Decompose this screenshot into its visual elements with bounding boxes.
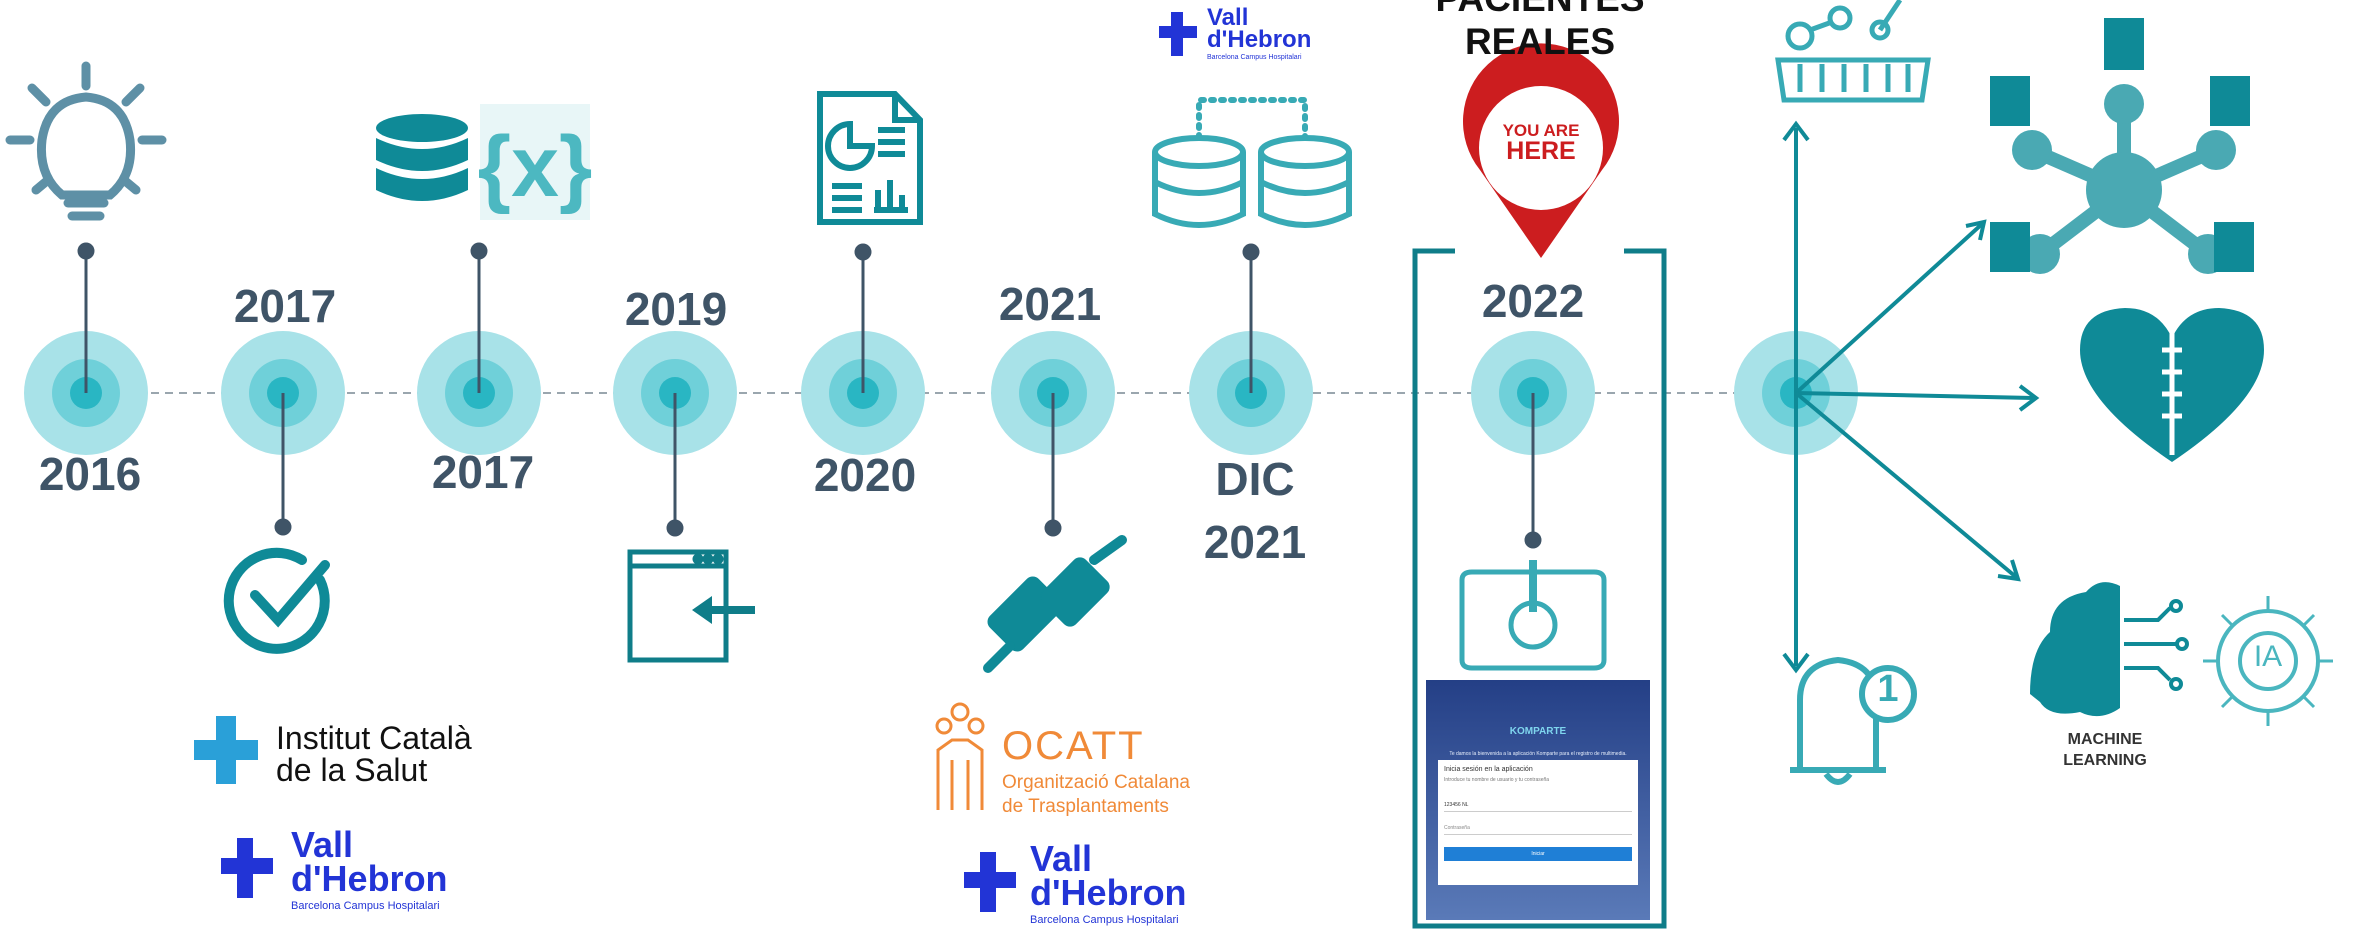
vall-logo-sub: Barcelona Campus Hospitalari xyxy=(1030,914,1179,926)
ml-label: MACHINE LEARNING xyxy=(2010,730,2200,772)
check-icon xyxy=(223,547,330,654)
callout-title-line1: PACIENTES xyxy=(1380,0,1700,21)
variable-icon: {x} xyxy=(478,104,593,220)
ics-cross-icon xyxy=(194,716,258,784)
vall-hebron-logo-1: Vall d'Hebron Barcelona Campus Hospitala… xyxy=(215,824,455,918)
vall-cross-icon xyxy=(221,838,273,898)
database-icon xyxy=(376,114,468,201)
login-card: Inicia sesión en la aplicación Introduce… xyxy=(1438,760,1638,885)
ocatt-logo: OCATT Organització Catalana de Trasplant… xyxy=(930,700,1190,820)
vall-logo-line2: d'Hebron xyxy=(291,858,448,899)
login-title: Inicia sesión en la aplicación xyxy=(1444,766,1533,773)
pin-label: YOU ARE HERE xyxy=(1480,122,1602,164)
ml-label-line2: LEARNING xyxy=(2063,751,2147,769)
svg-text:{x}: {x} xyxy=(478,119,593,215)
app-intro: Te damos la bienvenida a la aplicación K… xyxy=(1449,751,1627,757)
pin-label-line1: YOU ARE xyxy=(1502,121,1580,140)
app-brand: KOMPARTE xyxy=(1509,726,1567,737)
database-sync-icon xyxy=(1152,97,1352,228)
vall-logo-line1: Vall xyxy=(1030,838,1093,879)
vall-cross-icon xyxy=(1159,12,1197,56)
heart-icon xyxy=(2080,308,2264,462)
app-settings-icon xyxy=(1459,560,1607,671)
vall-logo-line2: d'Hebron xyxy=(1030,872,1187,913)
ai-chip-icon xyxy=(2203,596,2333,726)
vall-logo-sub: Barcelona Campus Hospitalari xyxy=(1207,54,1302,61)
app-screenshot: KOMPARTE Te damos la bienvenida a la apl… xyxy=(1426,680,1650,920)
brain-icon xyxy=(2030,582,2189,717)
ocatt-line2: de Trasplantaments xyxy=(1002,796,1169,817)
vall-hebron-logo-2: Vall d'Hebron Barcelona Campus Hospitala… xyxy=(958,838,1198,930)
year-label-2017-bottom: 2017 xyxy=(431,446,535,498)
year-label-2020: 2020 xyxy=(813,449,917,501)
user-field[interactable]: 123456 NL xyxy=(1444,799,1632,812)
ics-name-line2: de la Salut xyxy=(276,752,428,788)
vall-logo-line2: d'Hebron xyxy=(1207,26,1312,53)
notification-badge: 1 xyxy=(1877,668,1899,710)
connector-stems xyxy=(77,242,1542,549)
window-import-icon xyxy=(627,549,755,663)
lightbulb-icon xyxy=(5,61,167,221)
branch-arrows xyxy=(1782,120,2040,674)
ocatt-line1: Organització Catalana xyxy=(1002,772,1190,793)
ocatt-figures-icon xyxy=(935,702,985,810)
current-highlight-frame xyxy=(1412,248,1667,929)
vall-logo-line1: Vall xyxy=(291,824,354,865)
bell-icon xyxy=(1790,656,1917,785)
year-label-2017-top: 2017 xyxy=(233,280,337,332)
lab-icon xyxy=(1775,0,1931,103)
login-hint: Introduce tu nombre de usuario y tu cont… xyxy=(1444,777,1550,783)
vall-logo-sub: Barcelona Campus Hospitalari xyxy=(291,900,440,912)
ai-label: IA xyxy=(2253,640,2283,673)
ml-label-line1: MACHINE xyxy=(2067,731,2143,748)
plug-icon xyxy=(983,535,1127,673)
vall-logo-line1: Vall xyxy=(1207,4,1249,31)
year-label-dic-2021: DIC 2021 xyxy=(1203,453,1307,569)
callout-title-line2: REALES xyxy=(1464,20,1616,62)
report-icon xyxy=(817,91,923,225)
ics-logo: Institut Català de la Salut xyxy=(194,716,494,788)
pin-label-line2: HERE xyxy=(1506,137,1576,165)
vall-cross-icon xyxy=(964,852,1016,912)
ocatt-name: OCATT xyxy=(1002,724,1145,768)
login-button[interactable]: Iniciar xyxy=(1444,847,1632,861)
year-label-2019: 2019 xyxy=(624,283,728,335)
year-label-2021: 2021 xyxy=(998,278,1102,330)
callout-title: PACIENTES REALES xyxy=(1380,0,1700,63)
location-pin-icon xyxy=(1463,43,1619,258)
vall-hebron-logo-3: Vall d'Hebron Barcelona Campus Hospitala… xyxy=(1155,4,1335,66)
year-label-2022: 2022 xyxy=(1481,275,1585,327)
password-field[interactable]: Contraseña xyxy=(1444,822,1632,835)
year-label-2016: 2016 xyxy=(38,448,142,500)
hospital-network-icon xyxy=(1990,18,2254,274)
ics-name-line1: Institut Català xyxy=(276,720,472,756)
